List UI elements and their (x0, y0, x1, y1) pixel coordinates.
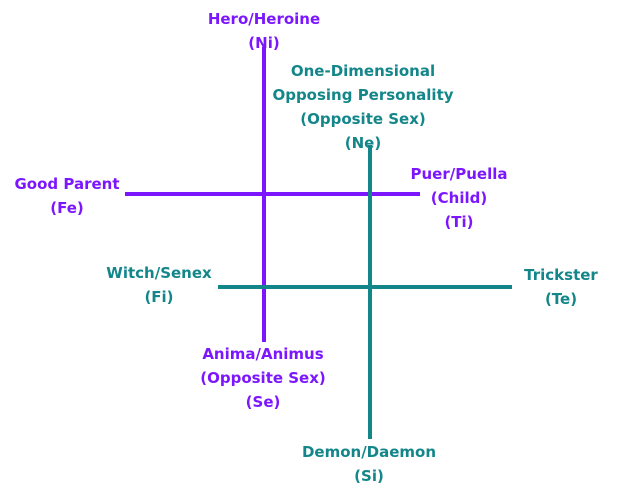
hero-heroine-name: Hero/Heroine (207, 10, 321, 28)
puer-puella-name: Puer/Puella (410, 165, 508, 183)
good-parent-name: Good Parent (14, 175, 120, 193)
demon-daemon-label: Demon/Daemon (Si) (294, 440, 444, 488)
demon-daemon-name: Demon/Daemon (301, 443, 437, 461)
one-dimensional-function: (Ne) (344, 134, 382, 152)
witch-senex-label: Witch/Senex (Fi) (94, 261, 224, 309)
one-dimensional-desc: Opposing Personality (272, 86, 454, 104)
witch-senex-function: (Fi) (144, 288, 174, 306)
puer-puella-function: (Ti) (444, 213, 474, 231)
anima-animus-sex: (Opposite Sex) (200, 369, 326, 387)
one-dimensional-name: One-Dimensional (290, 62, 436, 80)
hero-heroine-function: (Ni) (248, 34, 280, 52)
trickster-name: Trickster (524, 266, 598, 284)
trickster-label: Trickster (Te) (505, 263, 617, 311)
good-parent-function: (Fe) (50, 199, 84, 217)
one-dimensional-label: One-Dimensional Opposing Personality (Op… (263, 59, 463, 155)
good-parent-label: Good Parent (Fe) (6, 172, 128, 220)
witch-senex-name: Witch/Senex (106, 264, 212, 282)
ne-si-axis-line (368, 145, 372, 439)
anima-animus-label: Anima/Animus (Opposite Sex) (Se) (179, 342, 347, 414)
anima-animus-name: Anima/Animus (202, 345, 324, 363)
trickster-function: (Te) (544, 290, 578, 308)
anima-animus-function: (Se) (245, 393, 281, 411)
puer-puella-label: Puer/Puella (Child) (Ti) (400, 162, 518, 234)
fi-te-axis-line (218, 285, 512, 289)
puer-puella-desc: (Child) (430, 189, 488, 207)
demon-daemon-function: (Si) (354, 467, 384, 485)
hero-heroine-label: Hero/Heroine (Ni) (194, 7, 334, 55)
fe-ti-axis-line (125, 192, 420, 196)
one-dimensional-sex: (Opposite Sex) (300, 110, 426, 128)
